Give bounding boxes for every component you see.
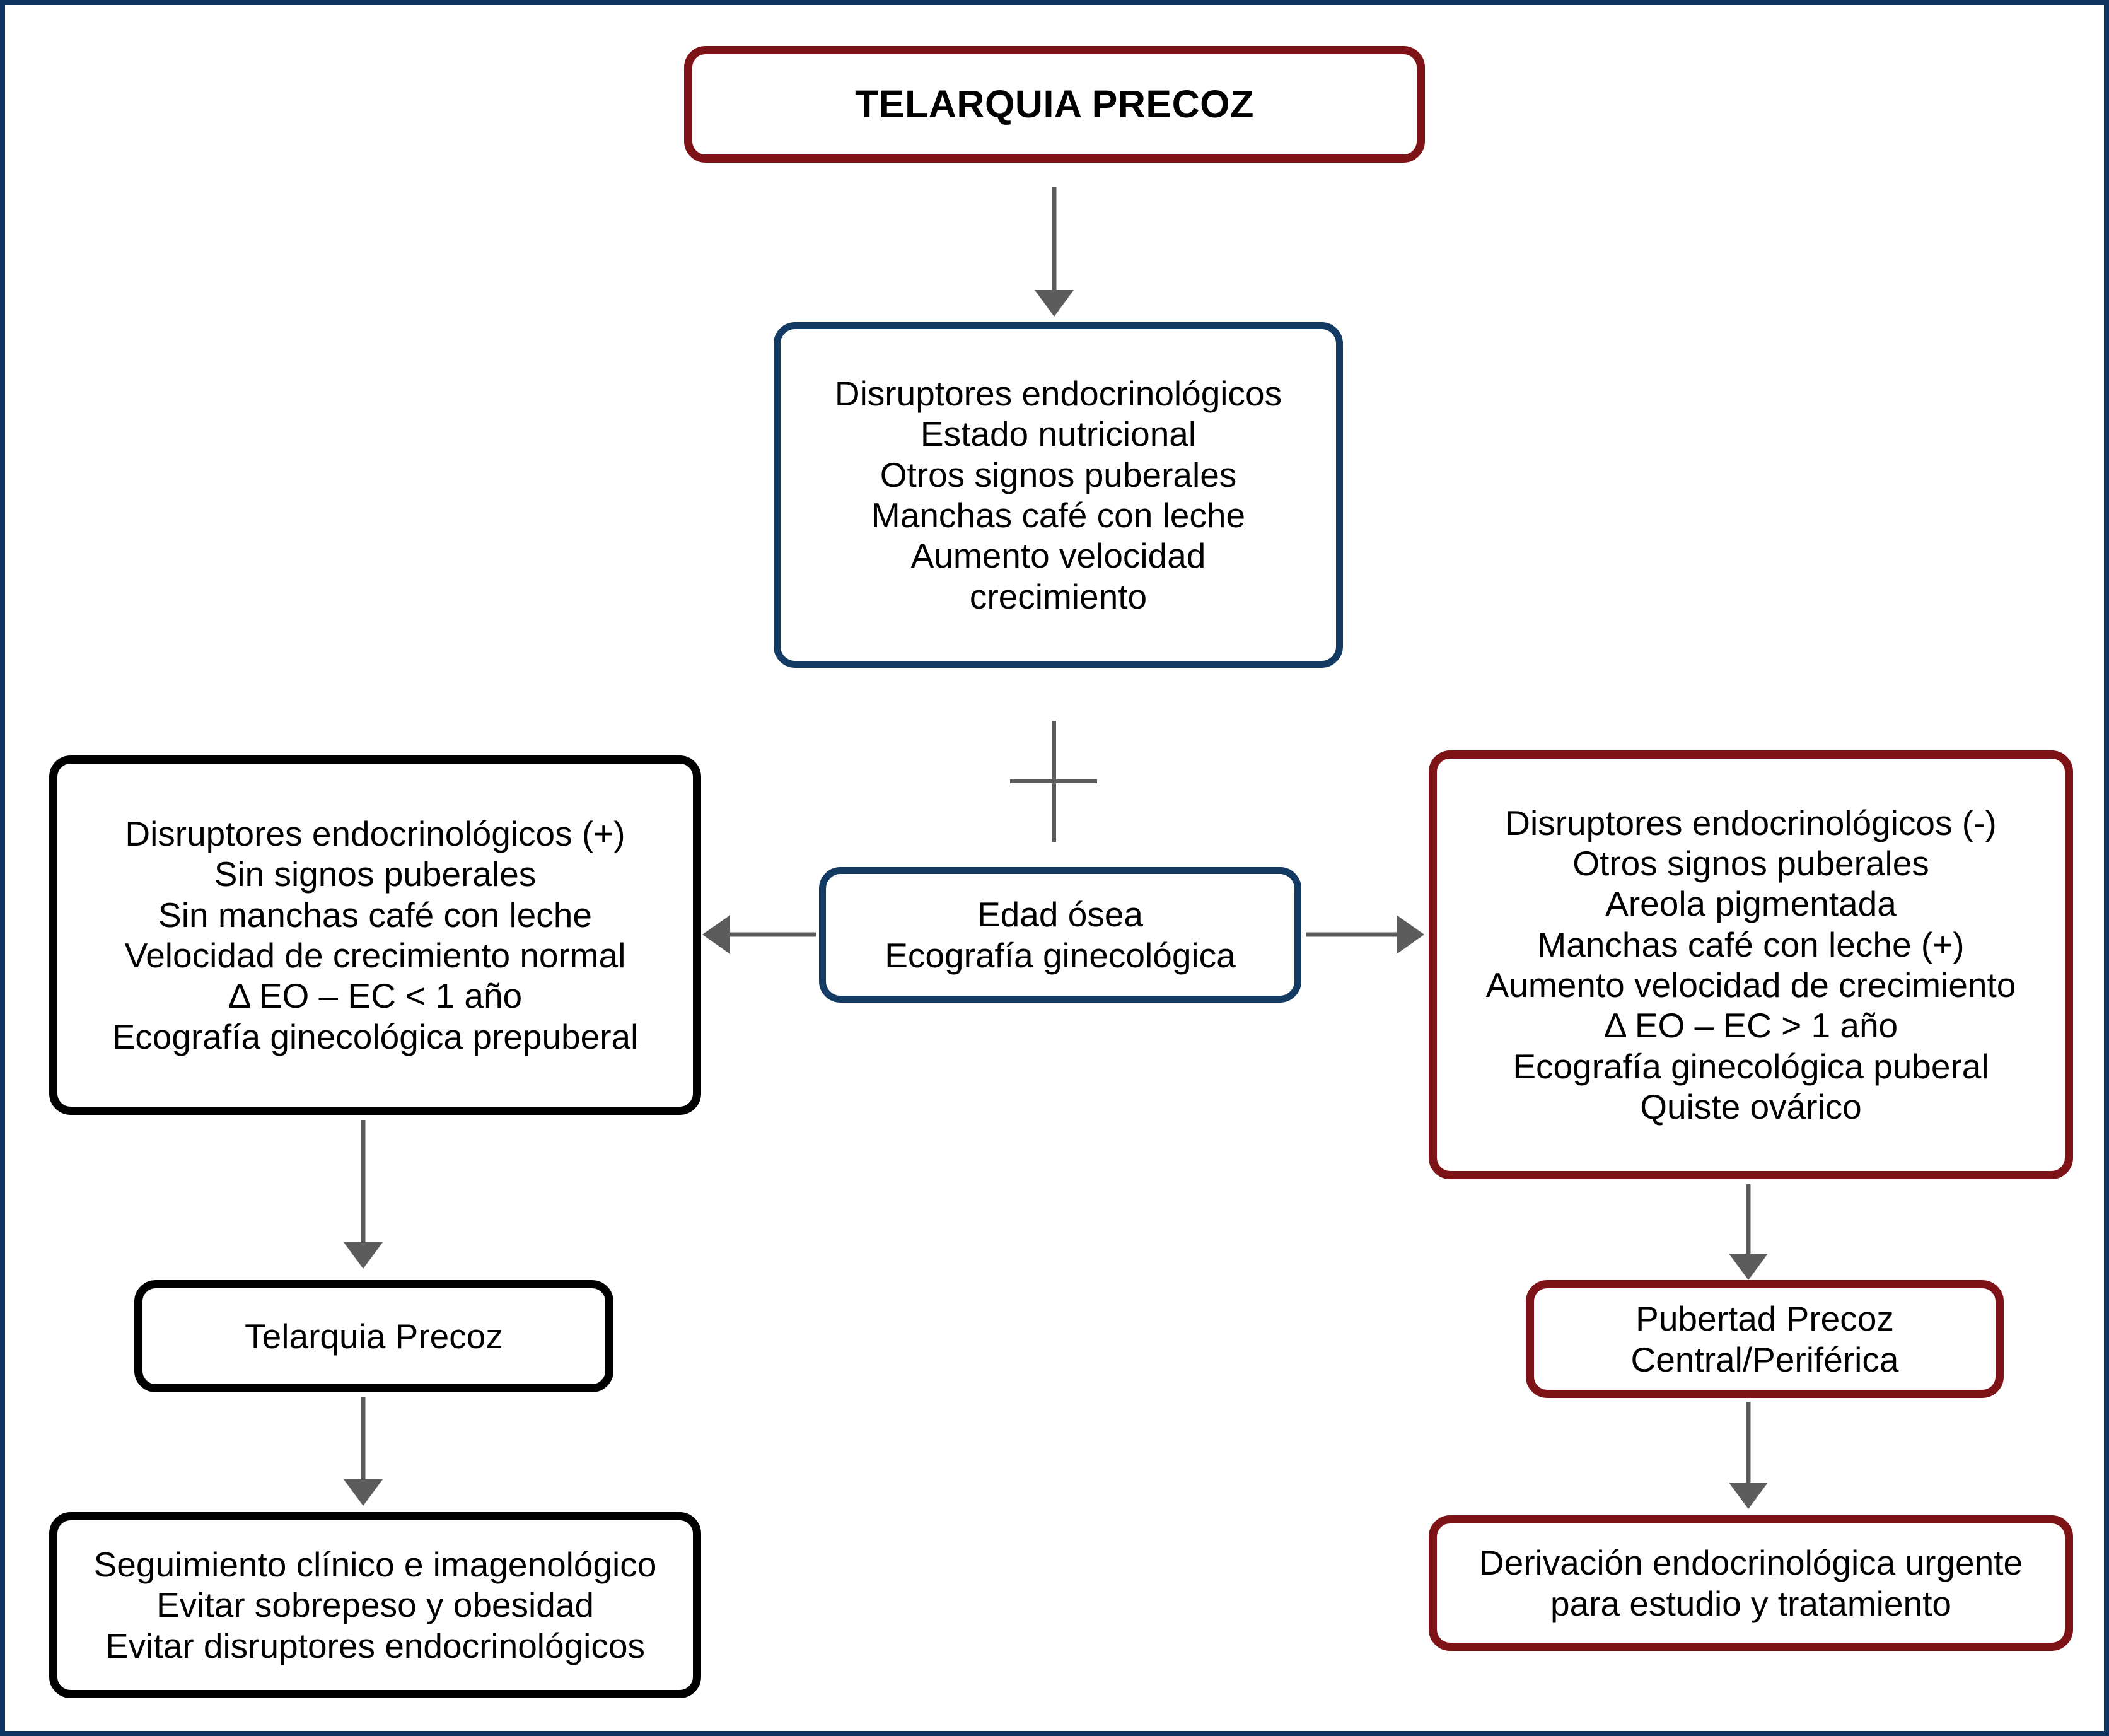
right-findings-line-4: Aumento velocidad de crecimiento bbox=[1485, 965, 2016, 1005]
right-management-line-1: para estudio y tratamiento bbox=[1550, 1583, 1951, 1623]
right-findings-line-2: Areola pigmentada bbox=[1605, 884, 1897, 924]
node-telarquia-precoz-title[interactable]: TELARQUIA PRECOZ bbox=[684, 46, 1425, 163]
left-management-line-1: Evitar sobrepeso y obesidad bbox=[156, 1585, 595, 1625]
assessment-line-4: Aumento velocidad bbox=[910, 536, 1206, 576]
exams-line-1: Ecografía ginecológica bbox=[885, 935, 1236, 975]
assessment-line-5: crecimiento bbox=[969, 576, 1147, 616]
assessment-line-2: Otros signos puberales bbox=[880, 455, 1237, 494]
arrow-shaft bbox=[1306, 932, 1397, 937]
right-management-line-0: Derivación endocrinológica urgente bbox=[1479, 1543, 2023, 1583]
left-findings-line-1: Sin signos puberales bbox=[214, 854, 537, 894]
assessment-line-0: Disruptores endocrinológicos bbox=[834, 373, 1282, 413]
arrow-head bbox=[1035, 290, 1074, 317]
left-management-line-0: Seguimiento clínico e imagenológico bbox=[93, 1544, 657, 1584]
arrow-shaft bbox=[361, 1120, 366, 1242]
node-title-line-0: TELARQUIA PRECOZ bbox=[855, 82, 1254, 125]
arrow-head bbox=[1729, 1254, 1768, 1280]
node-left-management[interactable]: Seguimiento clínico e imagenológico Evit… bbox=[49, 1512, 701, 1698]
arrow-shaft bbox=[1746, 1402, 1751, 1483]
arrow-head bbox=[1397, 915, 1424, 954]
node-left-diagnosis[interactable]: Telarquia Precoz bbox=[134, 1280, 613, 1392]
left-findings-line-0: Disruptores endocrinológicos (+) bbox=[125, 813, 625, 853]
right-findings-line-0: Disruptores endocrinológicos (-) bbox=[1505, 803, 1997, 842]
right-diagnosis-line-0: Pubertad Precoz bbox=[1635, 1299, 1894, 1339]
node-initial-assessment[interactable]: Disruptores endocrinológicos Estado nutr… bbox=[774, 322, 1343, 668]
right-findings-line-5: Δ EO – EC > 1 año bbox=[1603, 1006, 1898, 1046]
left-management-line-2: Evitar disruptores endocrinológicos bbox=[105, 1626, 645, 1665]
left-findings-line-3: Velocidad de crecimiento normal bbox=[124, 936, 626, 975]
left-diagnosis-line-0: Telarquia Precoz bbox=[245, 1316, 503, 1356]
arrow-shaft bbox=[1746, 1184, 1751, 1254]
plus-horizontal-stroke bbox=[1010, 779, 1097, 783]
exams-line-0: Edad ósea bbox=[977, 895, 1143, 935]
right-findings-line-1: Otros signos puberales bbox=[1572, 843, 1929, 883]
arrow-shaft bbox=[1052, 187, 1057, 290]
node-right-diagnosis[interactable]: Pubertad Precoz Central/Periférica bbox=[1526, 1280, 2004, 1398]
assessment-line-1: Estado nutricional bbox=[920, 414, 1197, 454]
node-left-findings[interactable]: Disruptores endocrinológicos (+) Sin sig… bbox=[49, 755, 701, 1115]
left-findings-line-2: Sin manchas café con leche bbox=[158, 895, 592, 935]
left-findings-line-4: Δ EO – EC < 1 año bbox=[228, 976, 523, 1016]
node-right-management[interactable]: Derivación endocrinológica urgente para … bbox=[1429, 1515, 2073, 1651]
right-diagnosis-line-1: Central/Periférica bbox=[1630, 1339, 1899, 1379]
arrow-head bbox=[344, 1242, 383, 1269]
left-findings-line-5: Ecografía ginecológica prepuberal bbox=[112, 1017, 639, 1056]
right-findings-line-7: Quiste ovárico bbox=[1640, 1087, 1862, 1127]
right-findings-line-6: Ecografía ginecológica puberal bbox=[1513, 1046, 1989, 1086]
node-right-findings[interactable]: Disruptores endocrinológicos (-) Otros s… bbox=[1429, 750, 2073, 1179]
node-exams[interactable]: Edad ósea Ecografía ginecológica bbox=[819, 867, 1301, 1003]
right-findings-line-3: Manchas café con leche (+) bbox=[1537, 924, 1965, 964]
assessment-line-3: Manchas café con leche bbox=[871, 496, 1246, 535]
arrow-head bbox=[702, 915, 730, 954]
arrow-head bbox=[1729, 1483, 1768, 1509]
arrow-shaft bbox=[730, 932, 816, 937]
arrow-shaft bbox=[361, 1397, 366, 1479]
arrow-head bbox=[344, 1479, 383, 1506]
